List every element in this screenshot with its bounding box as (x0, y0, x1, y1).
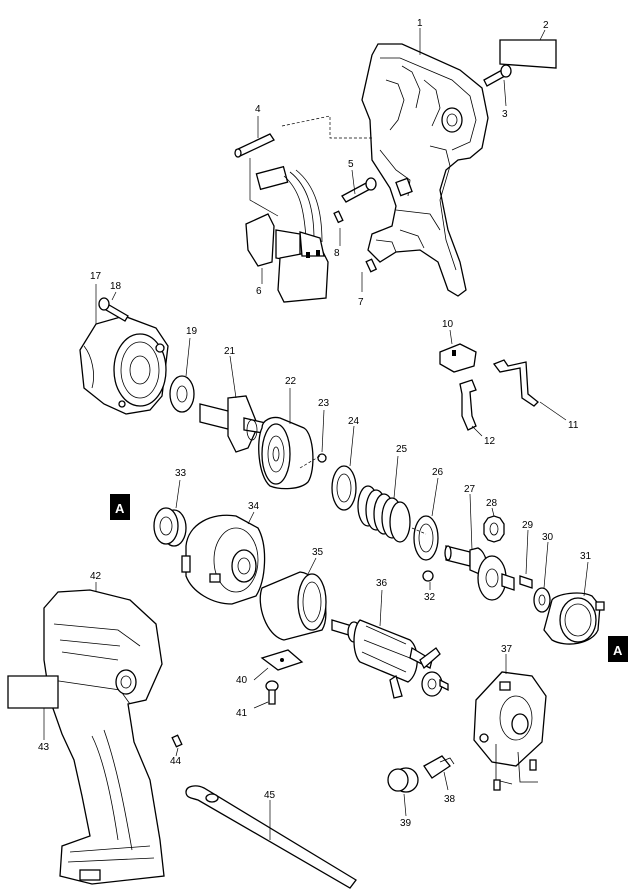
lever-part-10 (439, 343, 477, 373)
washer-part-24 (331, 465, 357, 511)
label-30: 30 (542, 532, 554, 543)
label-11: 11 (568, 420, 579, 431)
label-6: 6 (256, 286, 262, 297)
brush-holder-part-37 (473, 671, 547, 791)
screw-part-18 (98, 297, 129, 322)
label-28: 28 (486, 498, 498, 509)
label-42: 42 (90, 571, 102, 582)
label-33: 33 (175, 468, 187, 479)
label-21: 21 (224, 346, 236, 357)
label-45: 45 (264, 790, 276, 801)
label-26: 26 (432, 467, 444, 478)
pin-part-44 (171, 734, 183, 748)
planet-gear-part-28 (483, 515, 505, 543)
marker-a-left: A (110, 494, 130, 520)
steel-ball-part-23 (317, 453, 327, 463)
spring-part-11 (492, 359, 539, 407)
label-35: 35 (312, 547, 324, 558)
label-18: 18 (110, 281, 122, 292)
screw-part-5 (341, 177, 377, 203)
svg-text:A: A (115, 501, 125, 516)
label-2: 2 (543, 20, 549, 31)
pin-part-8 (333, 210, 344, 224)
spring-part-12 (459, 379, 477, 431)
label-22: 22 (285, 376, 297, 387)
label-36: 36 (376, 578, 388, 589)
label-1: 1 (417, 18, 423, 29)
label-3: 3 (502, 109, 508, 120)
carbon-brush-part-38 (423, 755, 455, 779)
gear-housing-part-17 (79, 315, 169, 415)
hook-part-45 (185, 785, 357, 889)
label-41: 41 (236, 708, 248, 719)
label-44: 44 (170, 756, 182, 767)
label-23: 23 (318, 398, 330, 409)
marker-a-right: A (608, 636, 628, 662)
plate-part-40 (260, 649, 304, 671)
inner-housing-part-34 (181, 514, 266, 605)
hammer-part-22 (258, 416, 314, 490)
washer-part-26 (413, 515, 439, 561)
label-12: 12 (484, 436, 496, 447)
label-39: 39 (400, 818, 412, 829)
label-8: 8 (334, 248, 340, 259)
washer-part-19 (169, 375, 195, 413)
nameplate-part-2 (499, 39, 557, 69)
pin-part-29 (519, 575, 533, 589)
label-5: 5 (348, 159, 354, 170)
armature-part-36 (331, 619, 449, 699)
label-29: 29 (522, 520, 534, 531)
svg-text:A: A (613, 643, 623, 658)
label-25: 25 (396, 444, 408, 455)
label-40: 40 (236, 675, 248, 686)
label-plate-part-43 (7, 675, 59, 709)
brush-cap-part-39 (387, 767, 419, 793)
label-27: 27 (464, 484, 476, 495)
label-7: 7 (358, 297, 364, 308)
housing-set-part-42 (43, 589, 165, 885)
label-10: 10 (442, 319, 454, 330)
steel-ball-part-32 (422, 570, 434, 582)
internal-gear-part-31 (543, 592, 605, 645)
bearing-part-33 (153, 507, 187, 547)
label-43: 43 (38, 742, 50, 753)
sleeve-part-35 (259, 571, 327, 641)
label-31: 31 (580, 551, 592, 562)
spindle-part-27 (444, 545, 515, 601)
label-17: 17 (90, 271, 102, 282)
label-24: 24 (348, 416, 360, 427)
label-38: 38 (444, 794, 456, 805)
label-32: 32 (424, 592, 436, 603)
label-19: 19 (186, 326, 198, 337)
washer-part-30 (533, 587, 551, 613)
screw-part-3 (483, 64, 512, 87)
screw-part-41 (265, 680, 279, 705)
label-4: 4 (255, 104, 261, 115)
housing-half-part-1 (361, 43, 489, 297)
pin-part-7 (365, 258, 378, 273)
label-34: 34 (248, 501, 260, 512)
switch-part-6 (245, 158, 329, 303)
pin-part-4 (234, 133, 275, 158)
spring-part-25 (357, 485, 411, 543)
label-37: 37 (501, 644, 513, 655)
